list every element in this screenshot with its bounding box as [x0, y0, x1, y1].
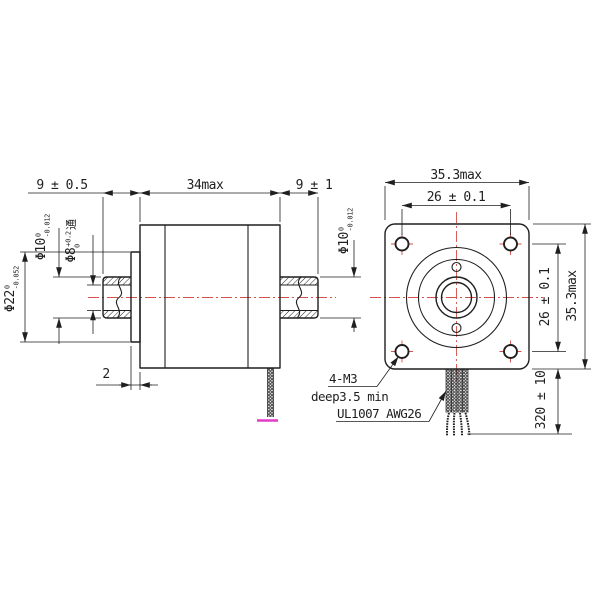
- mounting-hole-top-left: [391, 233, 413, 255]
- front-view-lead-wires: [445, 369, 471, 437]
- dim-label: 9 ± 1: [296, 178, 333, 193]
- dim-label: 35.3max: [430, 168, 482, 183]
- shaft-hatch-bottom: [103, 310, 131, 318]
- shaft-outline: [280, 276, 319, 319]
- face-hole-bottom: [451, 322, 462, 334]
- dim-flange-thickness: 2: [96, 346, 158, 390]
- bore-circle: [440, 281, 473, 314]
- side-view-lead-wire: [257, 368, 278, 422]
- dim-label: 35.3max: [565, 270, 580, 322]
- callout-label: 4-M3: [329, 371, 357, 386]
- dim-front-shaft-diameter: Φ100-0.012: [34, 214, 101, 344]
- dim-label: 9 ± 0.5: [36, 178, 87, 193]
- dim-rear-shaft-length: 9 ± 1: [280, 178, 333, 274]
- dim-front-shaft-length: 9 ± 0.5: [28, 178, 141, 274]
- wire-braid: [267, 368, 274, 417]
- wire-strand: [452, 412, 456, 437]
- dim-label: 2: [102, 367, 109, 382]
- side-view: 9 ± 0.5 34max 9 ± 1 Φ220-0.052 Φ100: [3, 178, 361, 422]
- wire-strand: [464, 412, 471, 437]
- wire-strand: [446, 412, 450, 437]
- dim-label: Φ100-0.012: [34, 214, 52, 260]
- boss-step-circle: [417, 258, 496, 337]
- mounting-hole-bottom-left: [391, 340, 413, 363]
- dim-label: 26 ± 0.1: [427, 190, 486, 205]
- shaft-outline: [102, 276, 131, 319]
- dim-hollow-bore-diameter: Φ8+0.20通: [64, 219, 101, 334]
- dim-boss-diameter: Φ220-0.052: [3, 251, 130, 343]
- boss-outer-circle: [405, 246, 508, 349]
- dim-rear-shaft-diameter: Φ100-0.012: [320, 208, 361, 332]
- callout-mounting-holes: 4-M3 deep3.5 min: [311, 356, 399, 404]
- callout-lead-wire-spec: UL1007 AWG26: [336, 390, 447, 422]
- callout-label: UL1007 AWG26: [337, 406, 421, 421]
- dim-label: 320 ± 10: [534, 371, 549, 430]
- dim-lead-wire-length: 320 ± 10: [467, 369, 572, 435]
- dim-label: 26 ± 0.1: [538, 268, 553, 327]
- dim-label: Φ220-0.052: [3, 266, 21, 312]
- dim-label: Φ8+0.20通: [64, 219, 82, 262]
- motor-body: [139, 224, 281, 369]
- callout-depth-label: deep3.5 min: [311, 389, 388, 404]
- mounting-holes: [391, 233, 522, 363]
- dim-flange-width: 35.3max: [384, 168, 530, 220]
- dim-body-length: 34max: [140, 178, 281, 222]
- face-hole-top: [451, 261, 462, 273]
- dim-hole-spacing-horizontal: 26 ± 0.1: [401, 190, 511, 235]
- dim-flange-height: 35.3max: [532, 223, 591, 370]
- wire-strand: [459, 412, 463, 437]
- break-line: [295, 276, 303, 319]
- rear-shaft-section: [280, 276, 319, 319]
- pilot-boss: [130, 251, 141, 343]
- front-shaft-section: [102, 276, 131, 319]
- dim-label: Φ100-0.012: [337, 208, 355, 254]
- front-view: 35.3max 26 ± 0.1 26 ± 0.1 35.3max: [311, 168, 591, 437]
- break-line: [115, 276, 123, 319]
- dim-label: 34max: [187, 178, 224, 193]
- mounting-hole-top-right: [499, 233, 522, 255]
- dim-hole-spacing-vertical: 26 ± 0.1: [532, 243, 566, 352]
- shaft-hatch-top: [103, 277, 131, 285]
- mounting-hole-bottom-right: [499, 340, 522, 363]
- shaft-circle: [435, 276, 478, 319]
- mounting-flange: [384, 223, 530, 370]
